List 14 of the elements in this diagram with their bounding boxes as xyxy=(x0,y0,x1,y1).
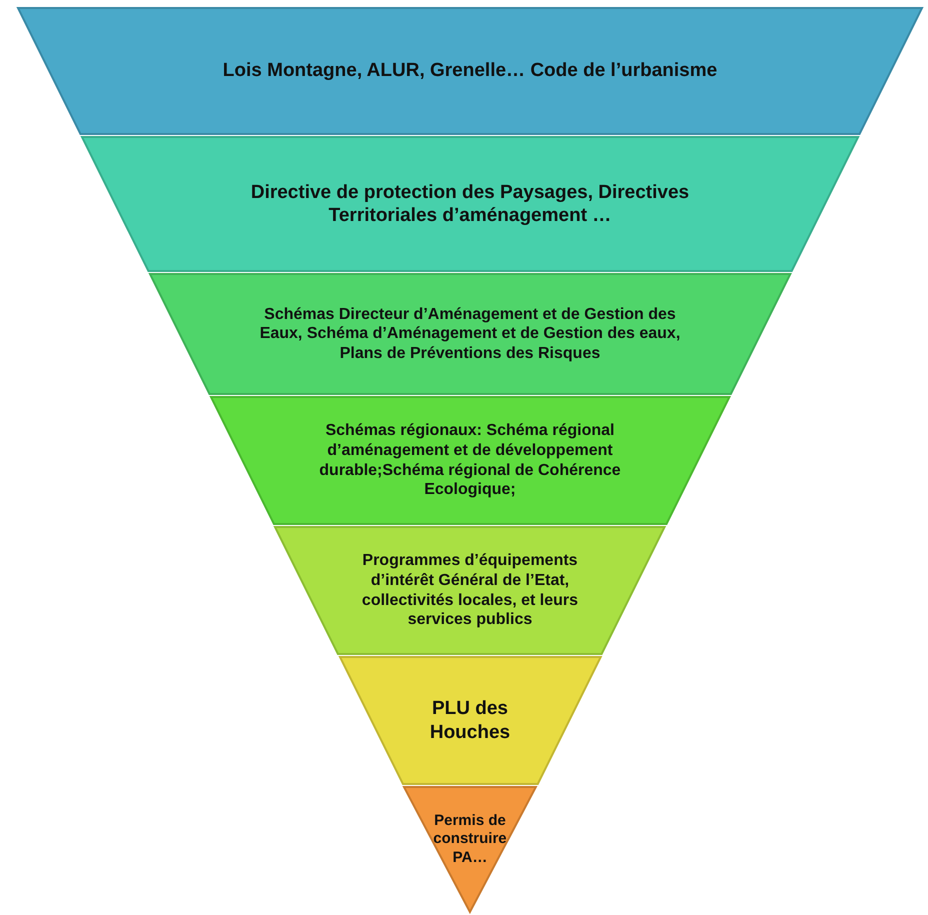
tier-label: Programmes d’équipements d’intérêt Général de l’Etat, collectivités locales, et leurs services publics xyxy=(360,551,580,630)
pyramid-tier xyxy=(82,137,858,271)
pyramid-tier xyxy=(210,397,730,524)
pyramid-tier xyxy=(150,274,790,394)
tier-label: Schémas Directeur d’Aménagement et de Gestion des Eaux, Schéma d’Aménagement et de Gestion des eaux, Plans de Préventions des Risques xyxy=(258,304,682,364)
tier-label: Lois Montagne, ALUR, Grenelle… Code de l’urbanisme xyxy=(222,59,718,83)
tier-label: PLU des Houches xyxy=(428,697,512,744)
tier-label: Schémas régionaux: Schéma régional d’aménagement et de développement durable;Schéma régional de Cohérence Ecologique; xyxy=(318,421,622,500)
tier-label: Permis de construire PA… xyxy=(432,812,508,867)
pyramid-tier xyxy=(404,787,536,912)
pyramid-tier xyxy=(18,8,922,134)
pyramid-tier xyxy=(275,527,665,654)
pyramid-tier xyxy=(340,657,600,784)
tier-label: Directive de protection des Paysages, Directives Territoriales d’aménagement … xyxy=(250,180,690,228)
